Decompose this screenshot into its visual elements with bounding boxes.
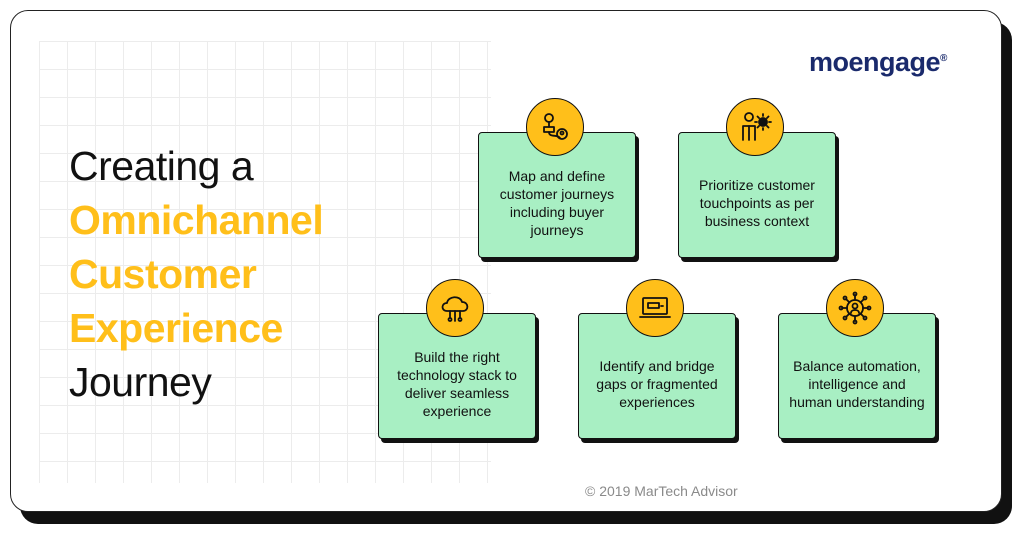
person-gear-icon bbox=[726, 98, 784, 156]
person-network-icon bbox=[826, 279, 884, 337]
step-bridge-gaps: Identify and bridge gaps or fragmented e… bbox=[578, 279, 736, 439]
step-map-journeys: Map and define customer journeys includi… bbox=[478, 98, 636, 258]
copyright-text: © 2019 MarTech Advisor bbox=[585, 483, 738, 499]
step-text: Map and define customer journeys includi… bbox=[499, 168, 615, 238]
title-line-5: Journey bbox=[69, 359, 212, 405]
title-line-1: Creating a bbox=[69, 143, 254, 189]
brand-logo: moengage® bbox=[809, 47, 947, 78]
step-build-tech-stack: Build the right technology stack to deli… bbox=[378, 279, 536, 439]
step-prioritize-touchpoints: Prioritize customer touchpoints as per b… bbox=[678, 98, 836, 258]
cloud-network-icon bbox=[426, 279, 484, 337]
title-line-2: Omnichannel bbox=[69, 197, 324, 243]
step-text: Identify and bridge gaps or fragmented e… bbox=[596, 358, 718, 410]
step-text: Prioritize customer touchpoints as per b… bbox=[699, 177, 815, 229]
laptop-icon bbox=[626, 279, 684, 337]
step-text: Build the right technology stack to deli… bbox=[397, 349, 517, 419]
journey-map-icon bbox=[526, 98, 584, 156]
registered-mark: ® bbox=[940, 53, 947, 64]
step-text: Balance automation, intelligence and hum… bbox=[789, 358, 925, 410]
page-title: Creating a Omnichannel Customer Experien… bbox=[69, 139, 369, 409]
brand-name: moengage bbox=[809, 47, 941, 77]
step-balance-automation: Balance automation, intelligence and hum… bbox=[778, 279, 936, 439]
title-line-4: Experience bbox=[69, 305, 283, 351]
infographic-card: Creating a Omnichannel Customer Experien… bbox=[10, 10, 1002, 512]
title-line-3: Customer bbox=[69, 251, 257, 297]
step-box: Map and define customer journeys includi… bbox=[478, 132, 636, 258]
